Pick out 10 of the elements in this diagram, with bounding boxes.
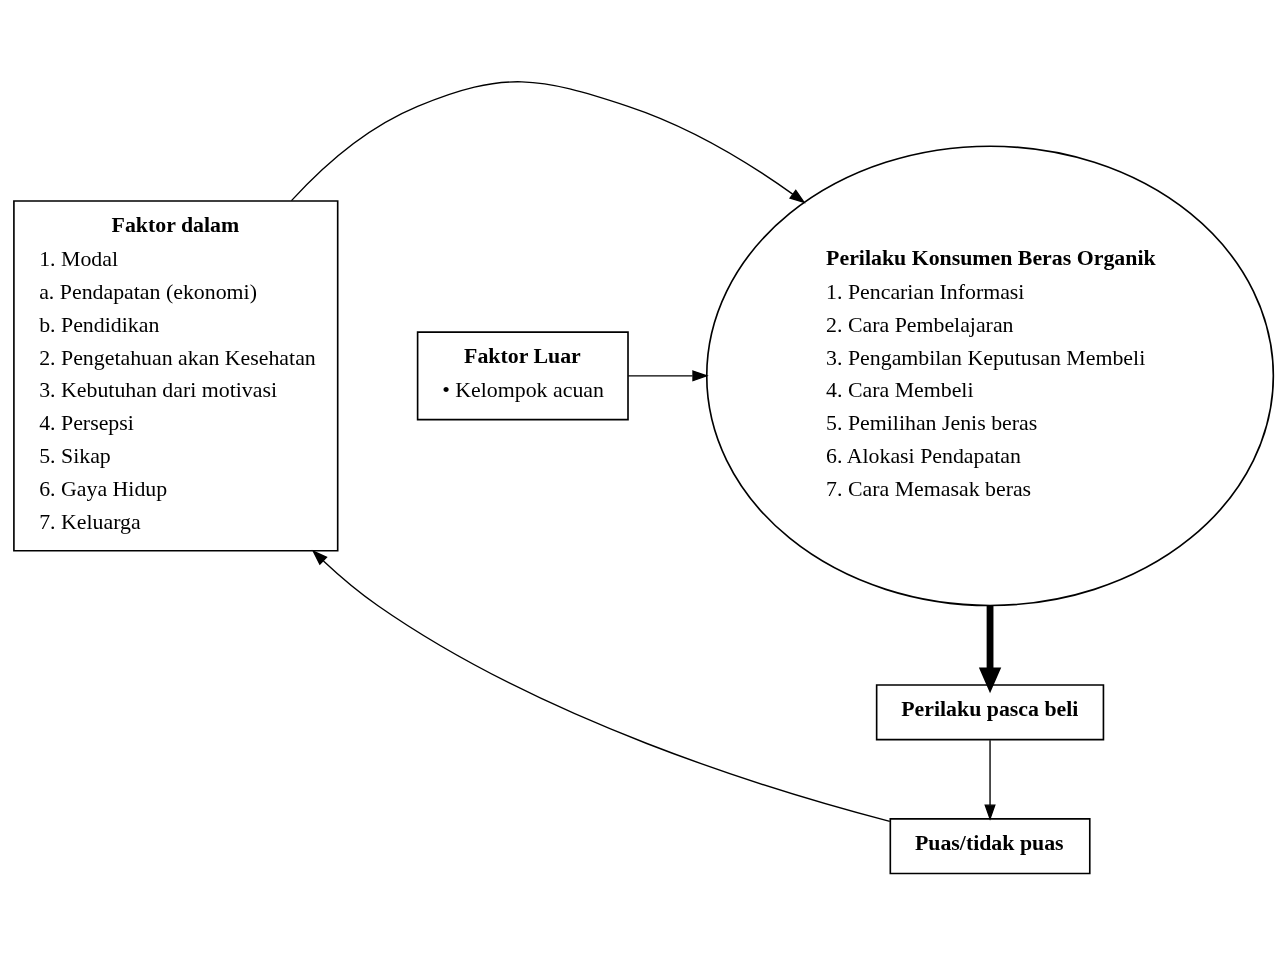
node-box: Faktor Luar • Kelompok acuan (416, 331, 629, 421)
node-box: Perilaku pasca beli (875, 684, 1105, 741)
node-box: Faktor dalam 1. Modal a. Pendapatan (ekonomi) b. Pendidikan 2. Pengetahuan akan Kesehatan 3. Kebutuhan dari motivasi 4. Persepsi 5. Sikap 6. Gaya Hidup 7. Keluarga (13, 200, 339, 552)
arrow (311, 549, 891, 823)
node-box: Puas/tidak puas (889, 818, 1091, 875)
arrow (627, 370, 709, 382)
arrow (290, 81, 806, 204)
node-ellipse: Perilaku Konsumen Beras Organik 1. Pencarian Informasi 2. Cara Pembelajaran 3. Pengambilan Keputusan Membeli 4. Cara Membeli 5. Pemilihan Jenis beras 6. Alokasi Pendapatan 7. Cara Memasak beras (705, 145, 1275, 607)
arrow (978, 605, 1002, 694)
arrow (984, 739, 996, 821)
